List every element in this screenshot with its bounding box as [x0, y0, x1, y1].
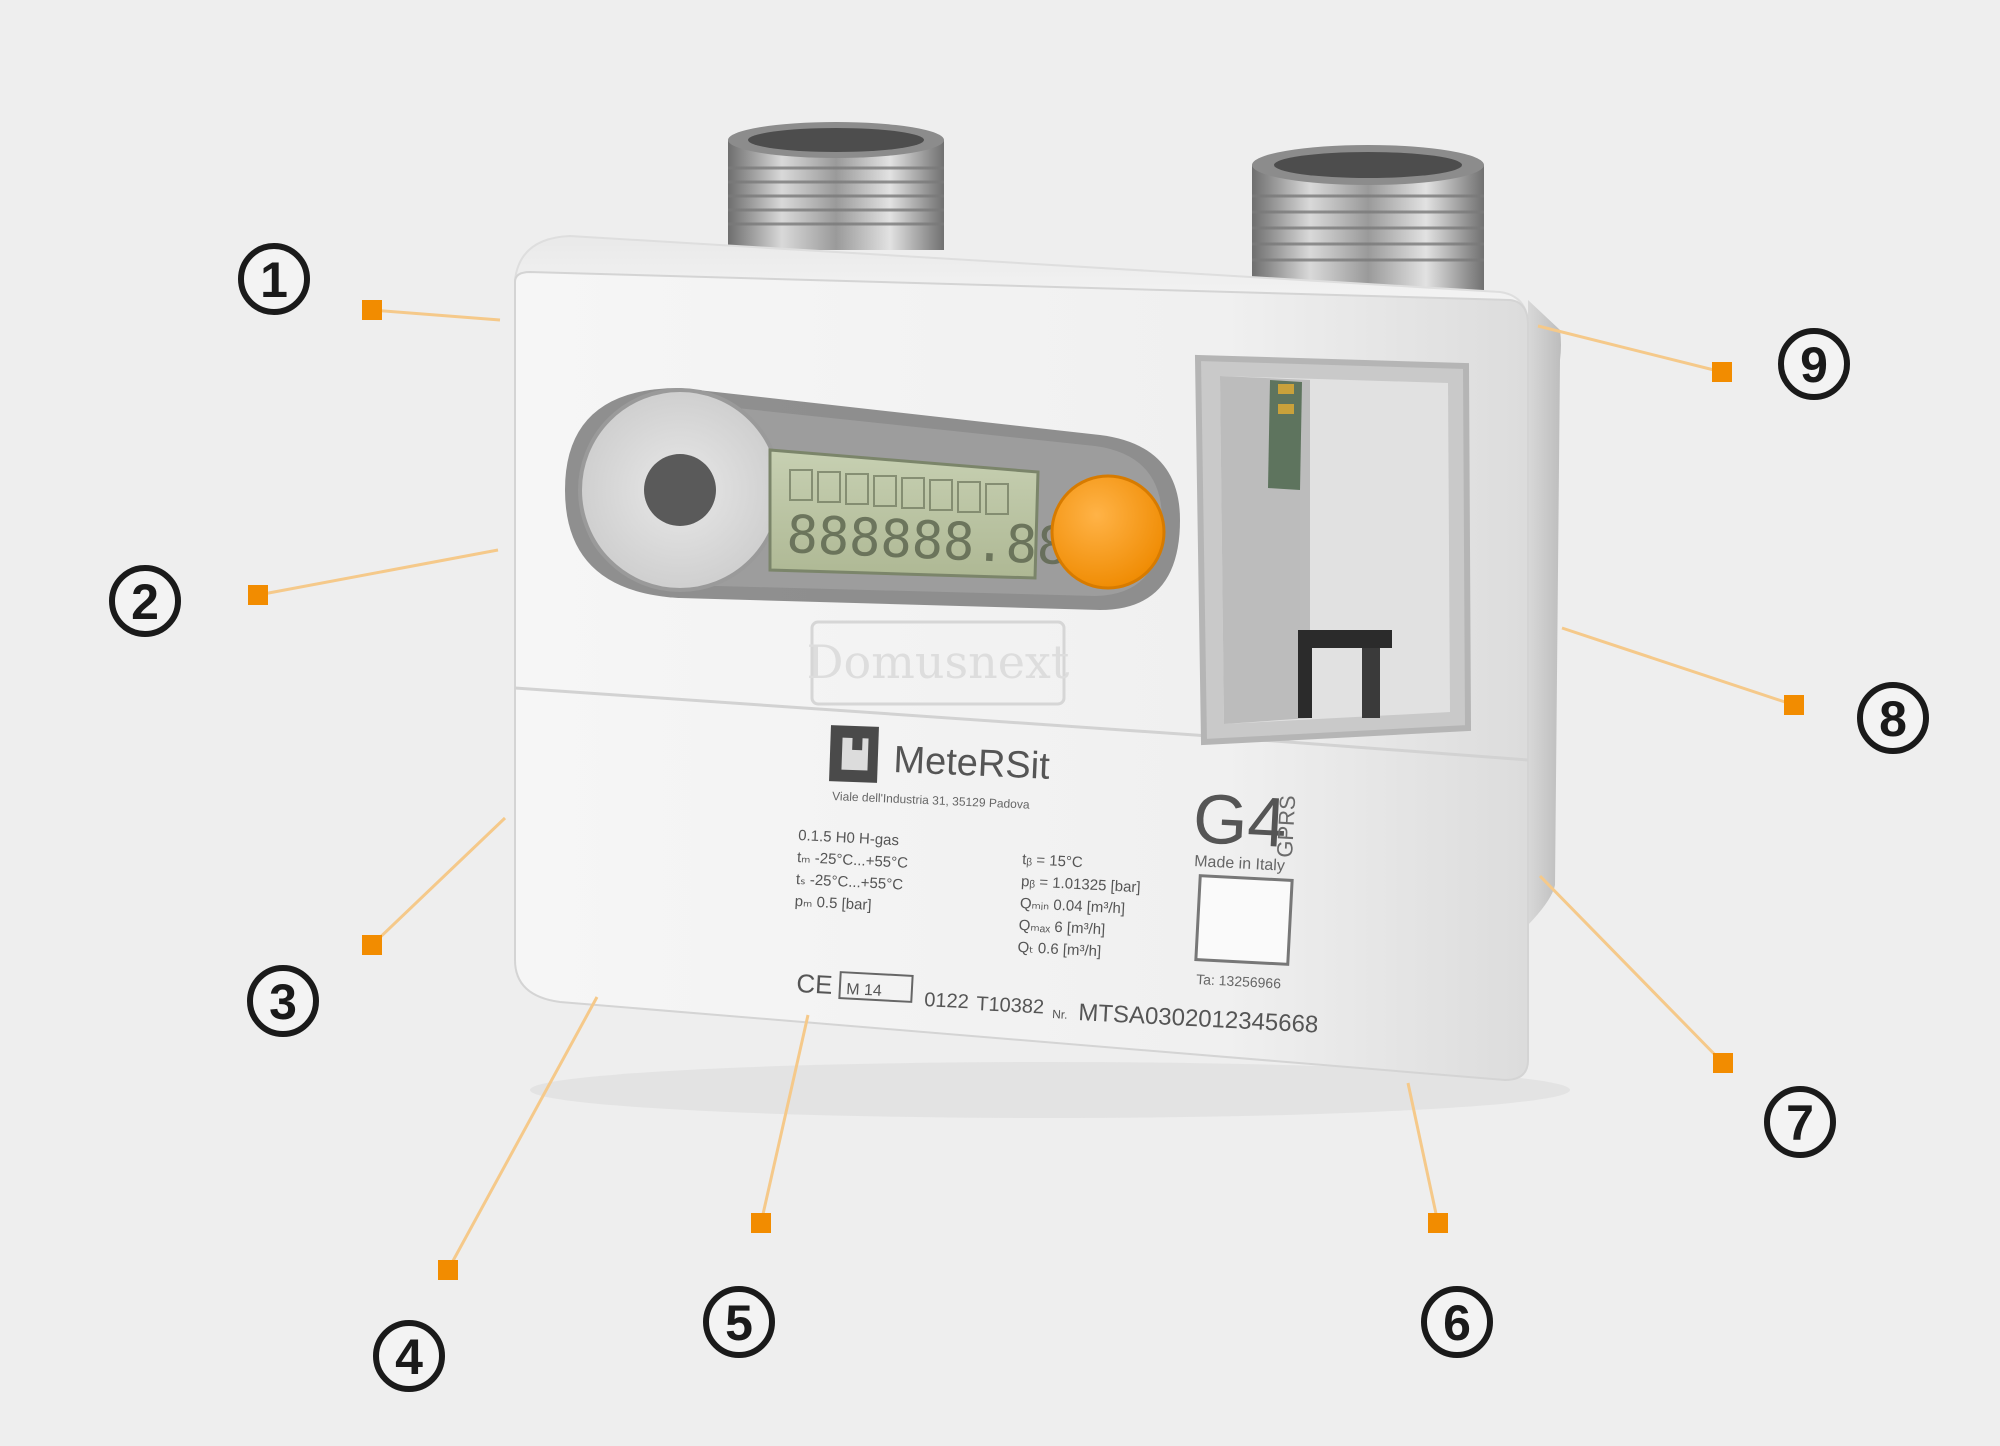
brand-name: MeteRSit [893, 739, 1051, 788]
battery-connector [1298, 630, 1392, 718]
callout-markers [248, 300, 1804, 1280]
metrology-mark-box [838, 971, 914, 1003]
spec-line: tₘ -25°C...+55°C [797, 849, 909, 872]
leader-marker-2 [248, 585, 268, 605]
callout-8[interactable]: 8 [1857, 682, 1929, 754]
leader-line-3 [370, 816, 507, 947]
qr-caption: Ta: 13256966 [1196, 971, 1282, 991]
leader-marker-4 [438, 1260, 458, 1280]
spec-line: Qₘᵢₙ 0.04 [m³/h] [1019, 895, 1125, 917]
callout-5[interactable]: 5 [703, 1286, 775, 1358]
model-name: G4 [1191, 779, 1288, 862]
leader-marker-1 [362, 300, 382, 320]
callout-number: 4 [395, 1329, 423, 1385]
leader-line-9 [1537, 324, 1723, 374]
body-seam [514, 686, 1529, 762]
m-mark: M 14 [846, 981, 883, 1000]
spec-line: 0.1.5 H0 H-gas [798, 827, 900, 849]
made-in-label: Made in Italy [1194, 853, 1285, 875]
cert-code: 0122 [924, 989, 970, 1013]
spec-line: Qₘₐₓ 6 [m³/h] [1018, 917, 1105, 939]
lcd-display: 888888.888 [768, 448, 1101, 580]
cert-code: T10382 [976, 993, 1045, 1019]
callout-leaders [257, 308, 1795, 1271]
leader-line-4 [446, 996, 599, 1271]
spec-left-column: 0.1.5 H0 H-gas tₘ -25°C...+55°C tₛ -25°C… [794, 827, 909, 914]
spec-plate: 0.1.5 H0 H-gas tₘ -25°C...+55°C tₛ -25°C… [794, 827, 1141, 960]
lcd-digits: 888888.888 [785, 505, 1100, 579]
callout-4[interactable]: 4 [373, 1320, 445, 1392]
meter-shadow [530, 1062, 1570, 1118]
spec-line: pₘ 0.5 [bar] [794, 893, 872, 914]
ce-mark: CE [796, 968, 834, 1000]
meter-side-panel [1528, 300, 1561, 925]
model-marking: G4 GPRS Made in Italy Ta: 13256966 [1191, 779, 1300, 991]
leader-marker-9 [1712, 362, 1732, 382]
orange-push-button [1050, 474, 1166, 590]
callout-number: 7 [1786, 1095, 1814, 1151]
callout-number: 2 [131, 574, 159, 630]
circuit-board [1268, 380, 1302, 490]
spec-line: Qₜ 0.6 [m³/h] [1017, 939, 1101, 960]
inlet-pipe-connector [728, 122, 944, 250]
callout-number: 5 [725, 1295, 753, 1351]
model-suffix: GPRS [1272, 795, 1300, 859]
callout-9[interactable]: 9 [1778, 328, 1850, 400]
callout-number: 6 [1443, 1295, 1471, 1351]
leader-marker-7 [1713, 1053, 1733, 1073]
callout-1[interactable]: 1 [238, 243, 310, 315]
communication-module-window [1194, 354, 1472, 746]
callout-number: 1 [260, 252, 288, 308]
spec-right-column: tᵦ = 15°C pᵦ = 1.01325 [bar] Qₘᵢₙ 0.04 [… [1017, 851, 1141, 960]
callout-2[interactable]: 2 [109, 565, 181, 637]
callout-number: 9 [1800, 337, 1828, 393]
leader-marker-6 [1428, 1213, 1448, 1233]
optical-port-center [644, 454, 716, 526]
leader-line-6 [1406, 1082, 1440, 1224]
lid-marking-text: Domusnext [807, 635, 1070, 689]
outlet-pipe-connector [1252, 145, 1484, 290]
callout-number: 3 [269, 974, 297, 1030]
callout-6[interactable]: 6 [1421, 1286, 1493, 1358]
callout-number: 8 [1879, 691, 1907, 747]
leader-marker-5 [751, 1213, 771, 1233]
callout-7[interactable]: 7 [1764, 1086, 1836, 1158]
spec-line: tᵦ = 15°C [1022, 851, 1084, 871]
serial-prefix: Nr. [1052, 1007, 1068, 1022]
brand-logo: MeteRSit Viale dell'Industria 31, 35129 … [829, 725, 1051, 812]
spec-line: pᵦ = 1.01325 [bar] [1021, 873, 1141, 896]
qr-code-area [1194, 874, 1294, 966]
leader-line-2 [257, 548, 499, 597]
leader-line-7 [1538, 874, 1725, 1065]
leader-line-8 [1561, 626, 1795, 707]
leader-line-5 [759, 1014, 810, 1224]
leader-marker-8 [1784, 695, 1804, 715]
leader-line-1 [371, 308, 501, 322]
spec-line: tₛ -25°C...+55°C [795, 871, 903, 894]
leader-marker-3 [362, 935, 382, 955]
lid-marking: Domusnext [807, 620, 1070, 706]
callout-3[interactable]: 3 [247, 965, 319, 1037]
